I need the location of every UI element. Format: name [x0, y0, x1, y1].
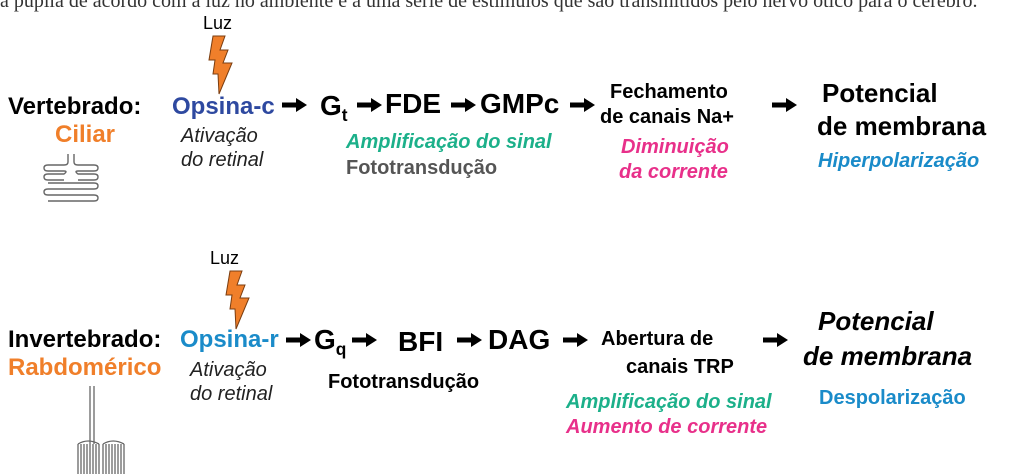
lightning-bolt-icon	[225, 270, 250, 330]
gmpc-label: GMPc	[480, 88, 560, 119]
activation-line-2: do retinal	[190, 383, 273, 405]
channel-opening-line-1: Abertura de	[601, 328, 714, 350]
hyperpolarization-label: Hiperpolarização	[818, 150, 980, 172]
phototransduction-label: Fototransdução	[328, 371, 480, 393]
lightning-bolt-icon	[208, 35, 233, 95]
opsin-label: Opsina-r	[180, 326, 279, 353]
activation-line-1: Ativação	[190, 359, 267, 381]
amplification-label: Amplificação do sinal	[346, 131, 552, 153]
organism-label: Invertebrado:	[8, 326, 162, 353]
arrow-icon	[763, 333, 788, 347]
current-decrease-line-1: Diminuição	[621, 136, 729, 158]
membrane-potential-line-2: de membrana	[817, 111, 987, 141]
photoreceptor-type-label: Ciliar	[55, 121, 116, 148]
light-label: Luz	[203, 13, 233, 33]
arrow-icon	[357, 98, 382, 112]
g-protein-base: G	[314, 324, 336, 355]
arrow-icon	[352, 333, 377, 347]
header-text: a pupila de acordo com a luz no ambiente…	[0, 0, 978, 12]
membrane-potential-line-2: de membrana	[803, 341, 973, 371]
g-protein-base: G	[320, 90, 342, 121]
arrow-icon	[286, 333, 311, 347]
activation-line-1: Ativação	[181, 125, 258, 147]
membrane-potential-line-1: Potencial	[822, 78, 938, 108]
g-protein-label: Gq	[314, 326, 346, 358]
channel-closure-line-1: Fechamento	[610, 81, 728, 103]
channel-closure-line-2: de canais Na+	[600, 106, 734, 128]
ciliary-photoreceptor-icon	[43, 154, 99, 202]
g-protein-label: Gt	[320, 92, 348, 124]
membrane-potential-line-1: Potencial	[818, 306, 934, 336]
g-protein-subscript: q	[335, 339, 347, 360]
g-protein-subscript: t	[341, 105, 348, 126]
channel-opening-line-2: canais TRP	[626, 356, 734, 378]
arrow-icon	[457, 333, 482, 347]
arrow-icon	[570, 98, 595, 112]
amplification-label: Amplificação do sinal	[566, 391, 772, 413]
opsin-label: Opsina-c	[172, 93, 275, 120]
dag-label: DAG	[488, 324, 551, 355]
rhabdomeric-photoreceptor-icon	[77, 386, 125, 474]
arrow-icon	[451, 98, 476, 112]
arrow-icon	[282, 98, 307, 112]
bfi-label: BFI	[398, 326, 444, 357]
photoreceptor-type-label: Rabdomérico	[8, 354, 162, 381]
current-decrease-line-2: da corrente	[619, 161, 728, 183]
phototransduction-label: Fototransdução	[346, 157, 498, 179]
arrow-icon	[563, 333, 588, 347]
activation-line-2: do retinal	[181, 149, 264, 171]
current-increase-label: Aumento de corrente	[566, 416, 768, 438]
organism-label: Vertebrado:	[8, 93, 142, 120]
depolarization-label: Despolarização	[819, 387, 966, 409]
fde-label: FDE	[385, 88, 441, 119]
light-label: Luz	[210, 248, 240, 268]
arrow-icon	[772, 98, 797, 112]
